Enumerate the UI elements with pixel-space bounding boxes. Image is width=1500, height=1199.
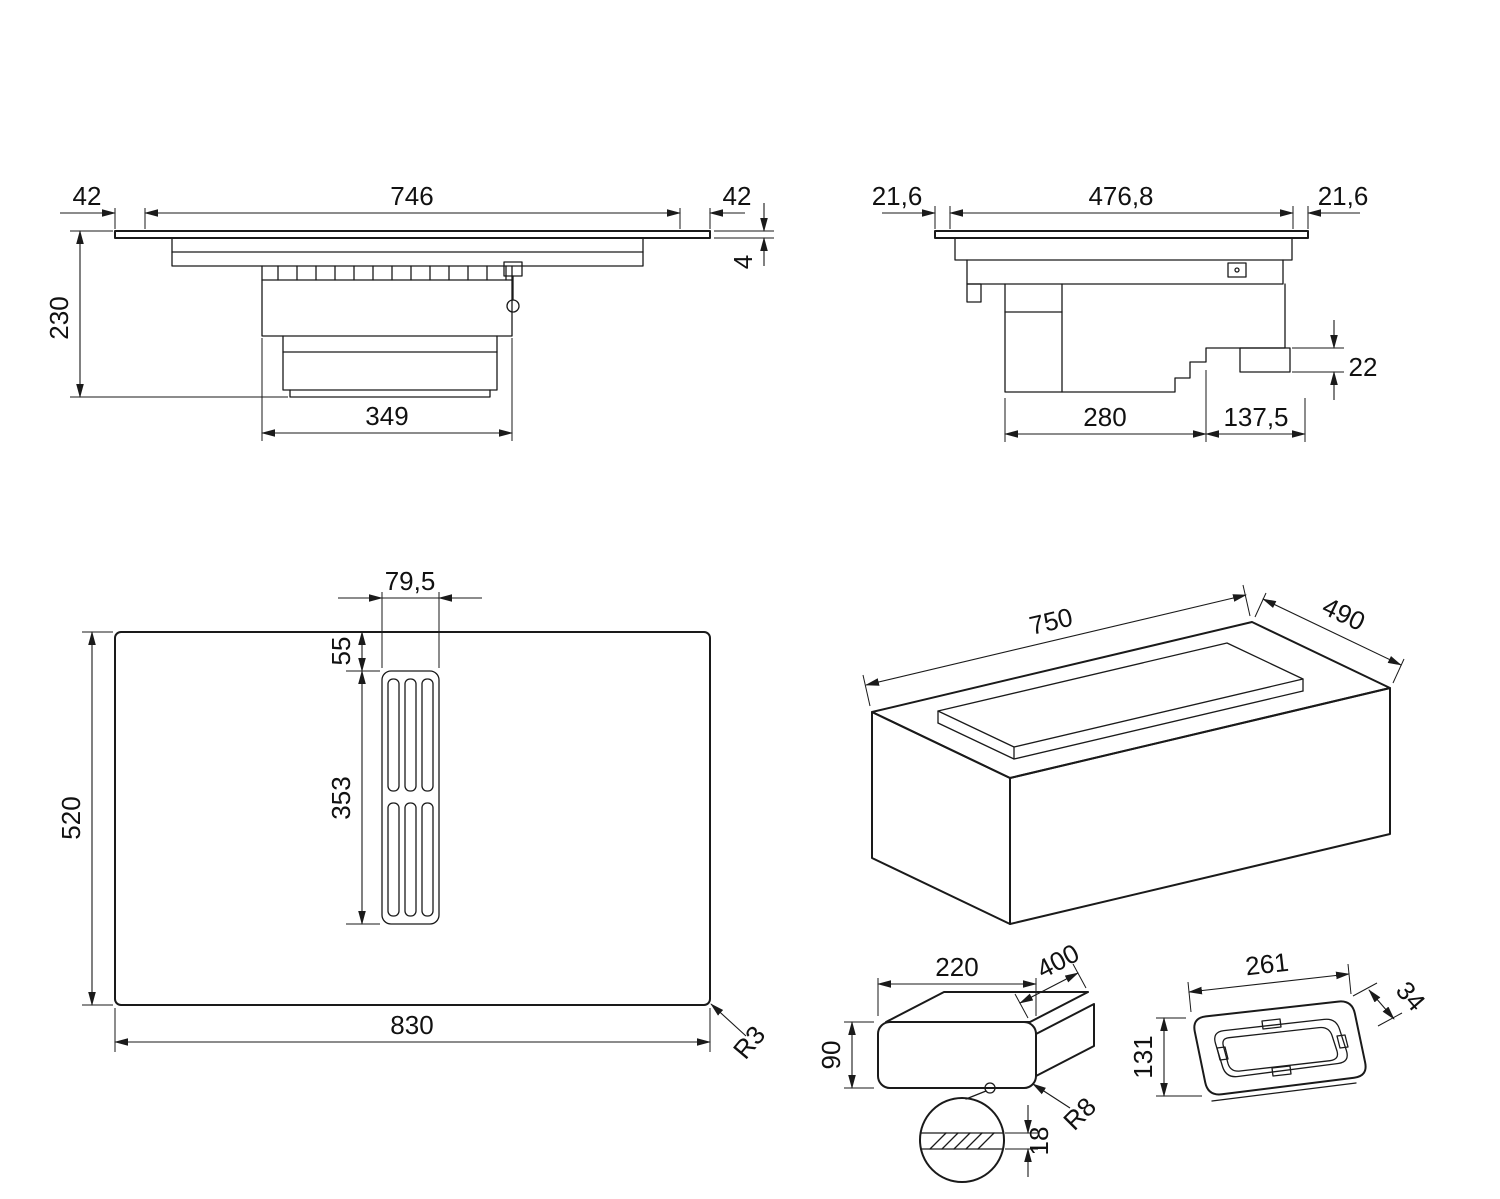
dim-front-overhang-left: 42	[73, 181, 102, 211]
dim-side-overhang-right: 21,6	[1318, 181, 1369, 211]
dim-side-overhang-left: 21,6	[872, 181, 923, 211]
front-extraction-chamber	[261, 265, 513, 337]
dim-side-box-depth: 280	[1083, 402, 1126, 432]
worktop-top-face	[871, 621, 1391, 779]
front-glass-panel	[114, 230, 711, 239]
dim-front-height: 230	[44, 296, 74, 339]
worktop-cutout-view: 750 490	[862, 584, 1405, 925]
dim-duct-width: 220	[935, 952, 978, 982]
dim-plan-corner-radius: R3	[727, 1020, 771, 1065]
dim-cutout-depth: 490	[1318, 591, 1370, 637]
duct-piece-view: 220 90 400 R8 18	[816, 938, 1102, 1183]
front-filter-box	[282, 335, 498, 391]
front-section-view: 42 746 42 4 230 349	[44, 181, 774, 441]
dim-plan-grille-length: 353	[326, 776, 356, 819]
worktop-cutout-hole	[937, 642, 1304, 748]
worktop-left-face	[871, 711, 1011, 925]
dim-duct-corner-radius: R8	[1057, 1091, 1102, 1136]
flange-opening	[1214, 1018, 1348, 1078]
detail-circle	[919, 1097, 1005, 1183]
plan-vent-grille	[381, 670, 440, 925]
dim-side-flange-height: 22	[1349, 352, 1378, 382]
dim-front-motor-width: 349	[365, 401, 408, 431]
duct-right-face	[1035, 1003, 1095, 1077]
detail-marker	[984, 1082, 996, 1094]
dim-front-width-top: 746	[390, 181, 433, 211]
flange-outer	[1193, 1000, 1367, 1096]
duct-front-face	[877, 1021, 1037, 1089]
plan-hob-top	[114, 631, 711, 1006]
plan-view: 79,5 55 353 520 830 R3	[56, 566, 771, 1065]
dim-plan-grille-width: 79,5	[385, 566, 436, 596]
dim-side-width-top: 476,8	[1088, 181, 1153, 211]
dim-duct-height: 90	[816, 1041, 846, 1070]
dim-flange-height: 131	[1128, 1035, 1158, 1078]
side-motor-box	[1004, 283, 1286, 393]
side-glass-panel	[934, 230, 1309, 239]
dim-flange-depth: 34	[1390, 975, 1432, 1017]
flange-view: 261 34 131	[1128, 947, 1432, 1102]
dim-duct-wall-thickness: 18	[1024, 1127, 1054, 1156]
side-section-view: 21,6 476,8 21,6 22 280 137,5	[872, 181, 1378, 442]
duct-top-face	[885, 991, 1089, 1023]
dim-flange-width: 261	[1244, 947, 1290, 982]
dim-plan-depth: 520	[56, 796, 86, 839]
dim-plan-grille-top-offset: 55	[326, 637, 356, 666]
dim-plan-width: 830	[390, 1010, 433, 1040]
worktop-right-face	[1009, 687, 1391, 925]
dim-front-glass-thickness: 4	[728, 255, 758, 269]
dim-duct-length: 400	[1032, 938, 1084, 985]
dim-front-overhang-right: 42	[723, 181, 752, 211]
dim-side-rear-offset: 137,5	[1223, 402, 1288, 432]
dim-cutout-width: 750	[1026, 602, 1075, 641]
